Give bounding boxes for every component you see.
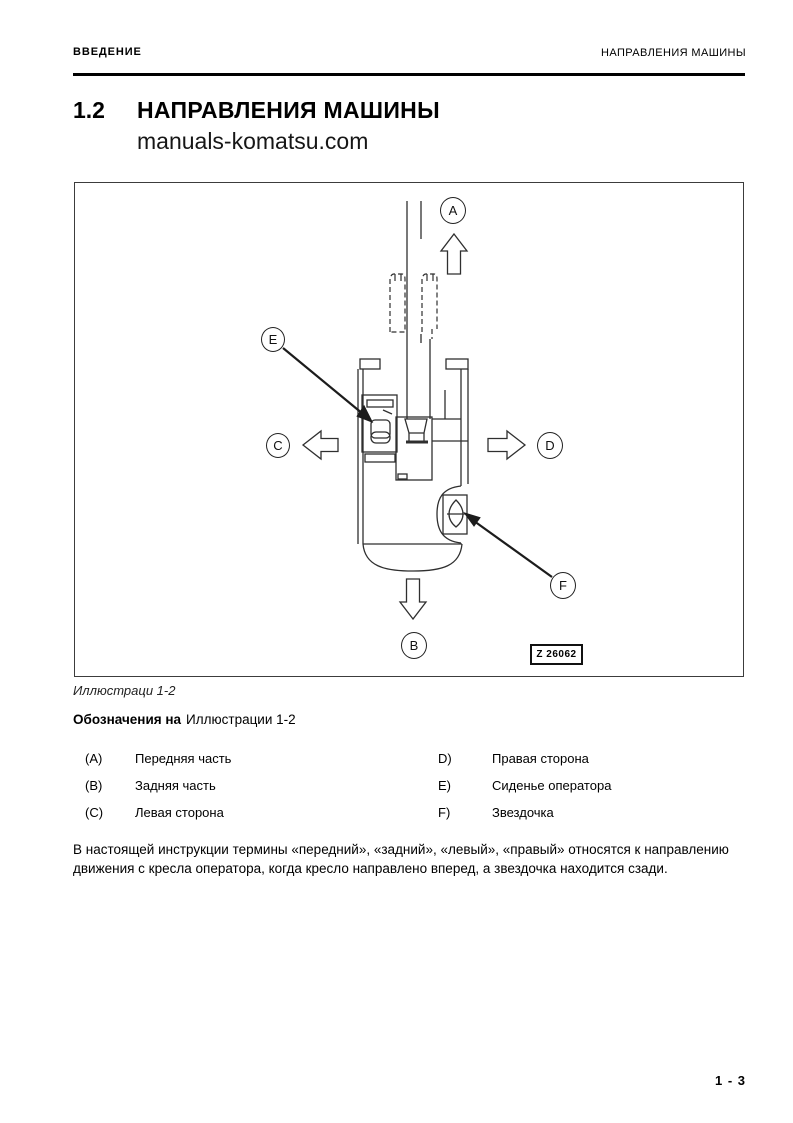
marker-b: B bbox=[401, 632, 427, 659]
bucket-dashed bbox=[389, 273, 438, 339]
page-number: 1 - 3 bbox=[714, 1073, 746, 1088]
legend-value: Левая сторона bbox=[135, 805, 224, 820]
sprocket bbox=[436, 485, 468, 544]
legend-row: (B) Задняя часть E) Сиденье оператора bbox=[0, 778, 793, 795]
legend-key: F) bbox=[438, 805, 451, 820]
boom bbox=[406, 201, 431, 419]
legend-value: Сиденье оператора bbox=[492, 778, 612, 793]
marker-f: F bbox=[550, 572, 576, 599]
operator-seat bbox=[370, 419, 391, 444]
page-title: НАПРАВЛЕНИЯ МАШИНЫ bbox=[137, 97, 440, 123]
seat-leader-arrow bbox=[282, 347, 374, 424]
legend-value: Правая сторона bbox=[492, 751, 589, 766]
legend-value: Задняя часть bbox=[135, 778, 216, 793]
legend-value: Передняя часть bbox=[135, 751, 232, 766]
header-rule bbox=[73, 73, 745, 76]
rear-arrow-icon bbox=[398, 578, 428, 621]
figure-reference-code: Z 26062 bbox=[530, 644, 583, 665]
bucket-notches bbox=[394, 274, 434, 281]
legend-value: Звездочка bbox=[492, 805, 554, 820]
marker-c: C bbox=[266, 433, 290, 458]
figure-box: A E C D F B Z 26062 bbox=[74, 182, 744, 677]
section-number: 1.2 bbox=[73, 97, 105, 123]
legend-row: (A) Передняя часть D) Правая сторона bbox=[0, 751, 793, 768]
legend-heading-bold: Обозначения на bbox=[73, 712, 182, 727]
sprocket-leader-arrow bbox=[463, 511, 553, 578]
marker-d: D bbox=[537, 432, 563, 459]
header-chapter-title: НАПРАВЛЕНИЯ МАШИНЫ bbox=[601, 47, 746, 59]
legend-row: (C) Левая сторона F) Звездочка bbox=[0, 805, 793, 822]
header-section-title: ВВЕДЕНИЕ bbox=[73, 46, 142, 58]
marker-e: E bbox=[261, 327, 285, 352]
legend-key: (C) bbox=[85, 805, 104, 820]
legend-key: (A) bbox=[85, 751, 103, 766]
machine-top-view-drawing bbox=[282, 201, 553, 621]
legend-key: D) bbox=[438, 751, 452, 766]
right-arrow-icon bbox=[487, 429, 527, 461]
legend-key: (B) bbox=[85, 778, 103, 793]
left-arrow-icon bbox=[301, 429, 339, 461]
legend-key: E) bbox=[438, 778, 451, 793]
front-arrow-icon bbox=[439, 232, 469, 275]
figure-caption: Иллюстраци 1-2 bbox=[73, 683, 176, 698]
watermark-site-name: manuals-komatsu.com bbox=[137, 128, 369, 154]
legend-heading: Обозначения на Иллюстрации 1-2 bbox=[73, 712, 296, 727]
legend-heading-normal: Иллюстрации 1-2 bbox=[186, 712, 296, 727]
body-paragraph: В настоящей инструкции термины «передний… bbox=[73, 842, 729, 876]
machine-body bbox=[357, 358, 469, 572]
marker-a: A bbox=[440, 197, 466, 224]
